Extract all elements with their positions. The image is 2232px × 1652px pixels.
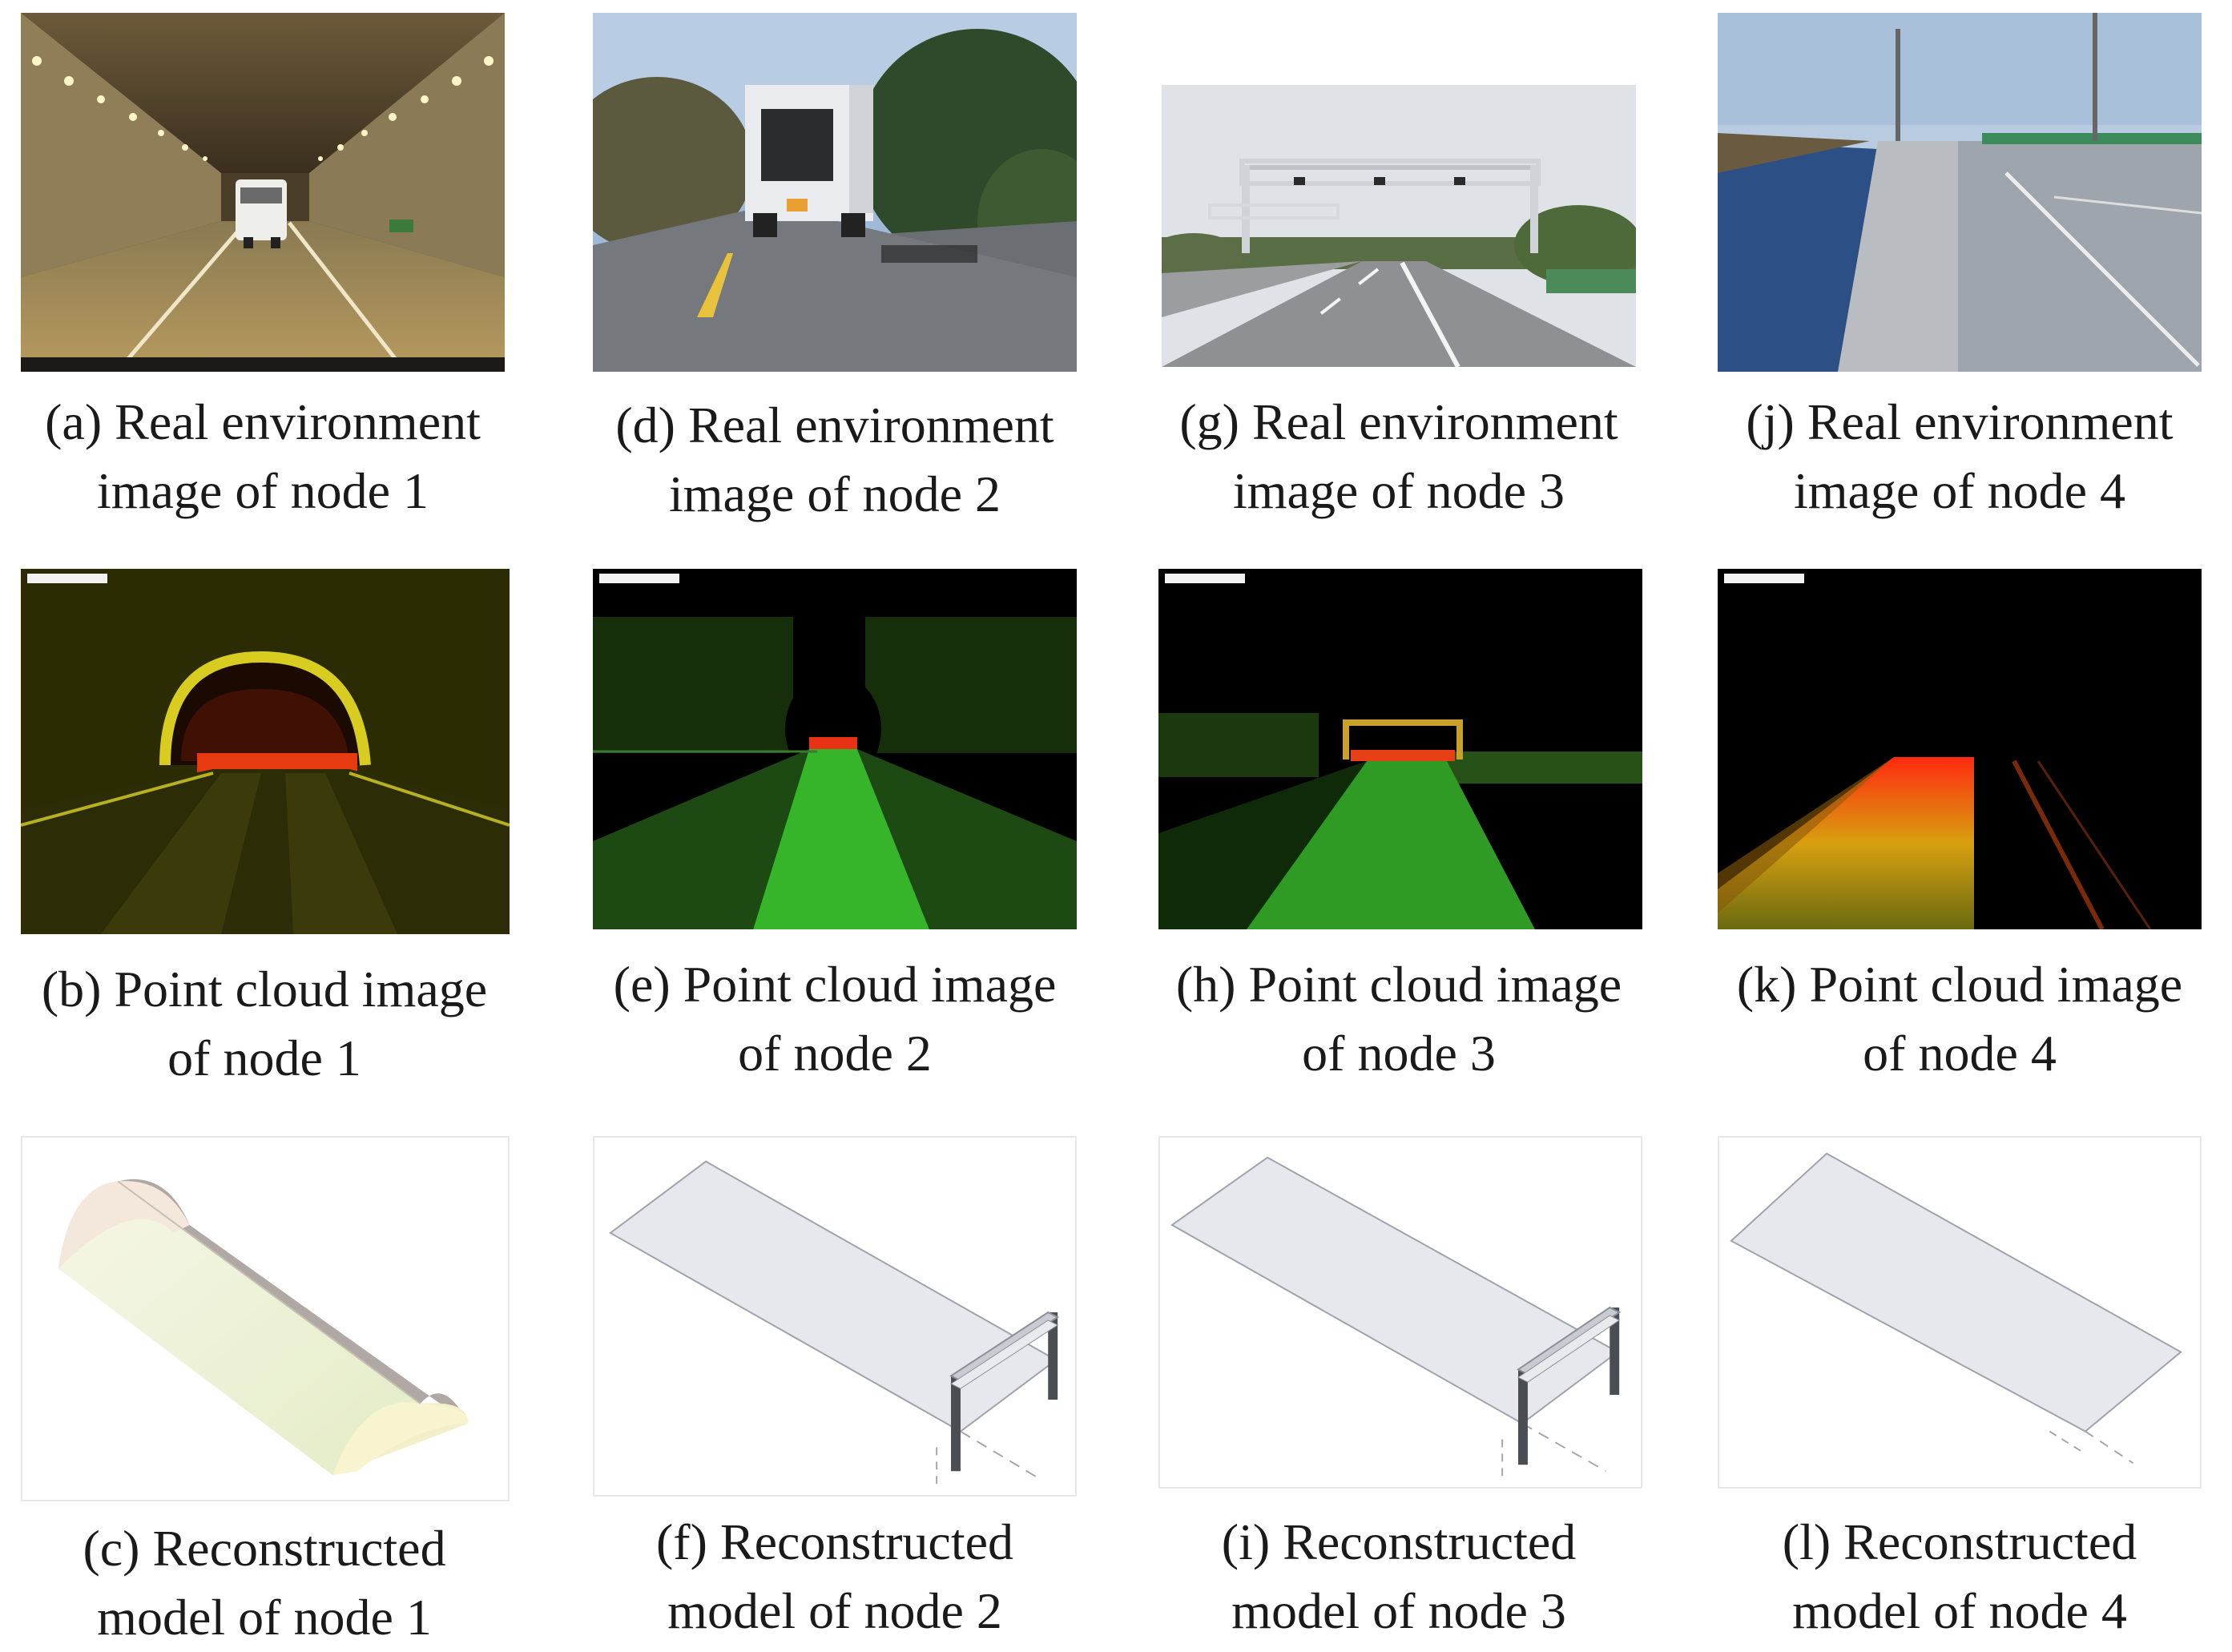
model-node-4 bbox=[1718, 1136, 2202, 1489]
pointcloud-node-4 bbox=[1718, 569, 2202, 929]
model-node-3 bbox=[1158, 1136, 1642, 1489]
pointcloud-node-1 bbox=[21, 569, 510, 934]
photo-node-4 bbox=[1718, 13, 2202, 372]
pointcloud-node-3 bbox=[1158, 569, 1642, 929]
photo-node-3 bbox=[1162, 85, 1636, 367]
model-node-2 bbox=[593, 1136, 1077, 1497]
model-node-1 bbox=[21, 1136, 510, 1501]
pointcloud-node-2 bbox=[593, 569, 1077, 929]
photo-node-2 bbox=[593, 13, 1077, 372]
photo-node-1 bbox=[21, 13, 505, 372]
